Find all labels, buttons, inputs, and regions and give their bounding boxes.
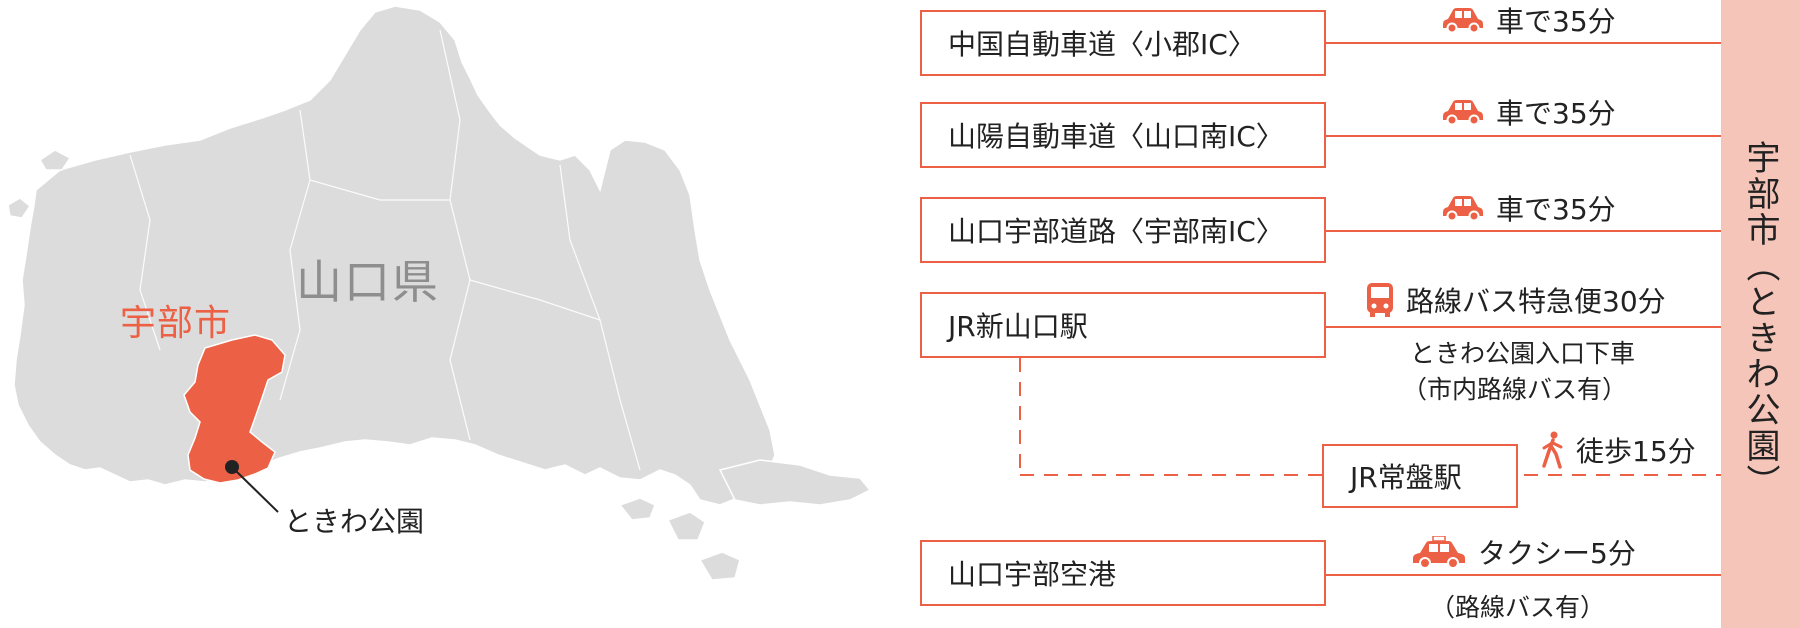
route-line: [1326, 42, 1721, 44]
municipal-border-5: [309, 179, 450, 201]
bus-icon: [1366, 282, 1394, 318]
prefecture-map-graphic: [7, 5, 872, 581]
park-label: ときわ公園: [284, 505, 425, 538]
prefecture-label: 山口県: [296, 255, 440, 309]
taxi-icon: [1412, 536, 1466, 568]
route-note: （路線バス有）: [1430, 593, 1606, 622]
origin-label: JR新山口駅: [948, 310, 1088, 343]
coastal-island-2: [618, 497, 656, 521]
route-line: [1326, 326, 1721, 328]
park-location-pin: [225, 460, 239, 474]
route-line: [1326, 574, 1721, 576]
origin-label: JR常盤駅: [1350, 461, 1462, 494]
municipal-borders: [129, 29, 641, 471]
coastal-island-4: [698, 551, 741, 581]
destination-label: 宇部市（ときわ公園）: [1740, 140, 1780, 500]
transport-time: 路線バス特急便30分: [1406, 285, 1666, 318]
route-note-line2: （市内路線バス有）: [1402, 375, 1628, 404]
transport-label: 徒歩15分: [1540, 430, 1696, 470]
coastal-island-3: [666, 511, 706, 541]
origin-label: 山口宇部道路〈宇部南IC〉: [948, 215, 1284, 248]
origin-box-sanyo-expressway: 山陽自動車道〈山口南IC〉: [920, 102, 1326, 168]
transport-label: 車で35分: [1442, 0, 1616, 40]
transport-label: 路線バス特急便30分: [1366, 280, 1666, 320]
origin-label: 山口宇部空港: [948, 558, 1117, 591]
municipal-border-1: [129, 154, 161, 351]
transport-label: タクシー5分: [1412, 532, 1636, 572]
municipal-border-2: [279, 109, 311, 401]
route-note-line1: ときわ公園入口下車: [1410, 339, 1636, 368]
ube-city-area: [183, 334, 286, 484]
car-icon: [1442, 195, 1484, 221]
origin-box-yamaguchi-ube-road: 山口宇部道路〈宇部南IC〉: [920, 197, 1326, 263]
origin-box-yamaguchi-ube-airport: 山口宇部空港: [920, 540, 1326, 606]
city-label: 宇部市: [120, 303, 232, 344]
transport-time: 車で35分: [1496, 5, 1616, 38]
origin-label: 中国自動車道〈小郡IC〉: [948, 28, 1256, 61]
park-callout-line: [235, 470, 279, 513]
municipal-border-6: [469, 279, 601, 321]
destination-band: 宇部市（ときわ公園）: [1721, 0, 1800, 628]
walking-icon: [1540, 431, 1564, 469]
origin-box-jr-shin-yamaguchi: JR新山口駅: [920, 292, 1326, 358]
route-line: [1326, 230, 1721, 232]
transport-time: 徒歩15分: [1576, 435, 1696, 468]
origin-box-chugoku-expressway: 中国自動車道〈小郡IC〉: [920, 10, 1326, 76]
transport-time: 車で35分: [1496, 97, 1616, 130]
car-icon: [1442, 99, 1484, 125]
car-icon: [1442, 7, 1484, 33]
transport-time: 車で35分: [1496, 193, 1616, 226]
coastal-island-1: [718, 459, 872, 506]
transport-label: 車で35分: [1442, 92, 1616, 132]
transport-time: タクシー5分: [1478, 537, 1636, 570]
origin-label: 山陽自動車道〈山口南IC〉: [948, 120, 1284, 153]
coastal-island-6: [7, 197, 32, 219]
origin-box-jr-tokiwa: JR常盤駅: [1322, 444, 1518, 508]
dashed-connector: [1019, 358, 1723, 476]
transport-label: 車で35分: [1442, 188, 1616, 228]
municipal-border-3: [439, 29, 471, 441]
route-line: [1326, 135, 1721, 137]
coastal-island-5: [38, 149, 72, 171]
